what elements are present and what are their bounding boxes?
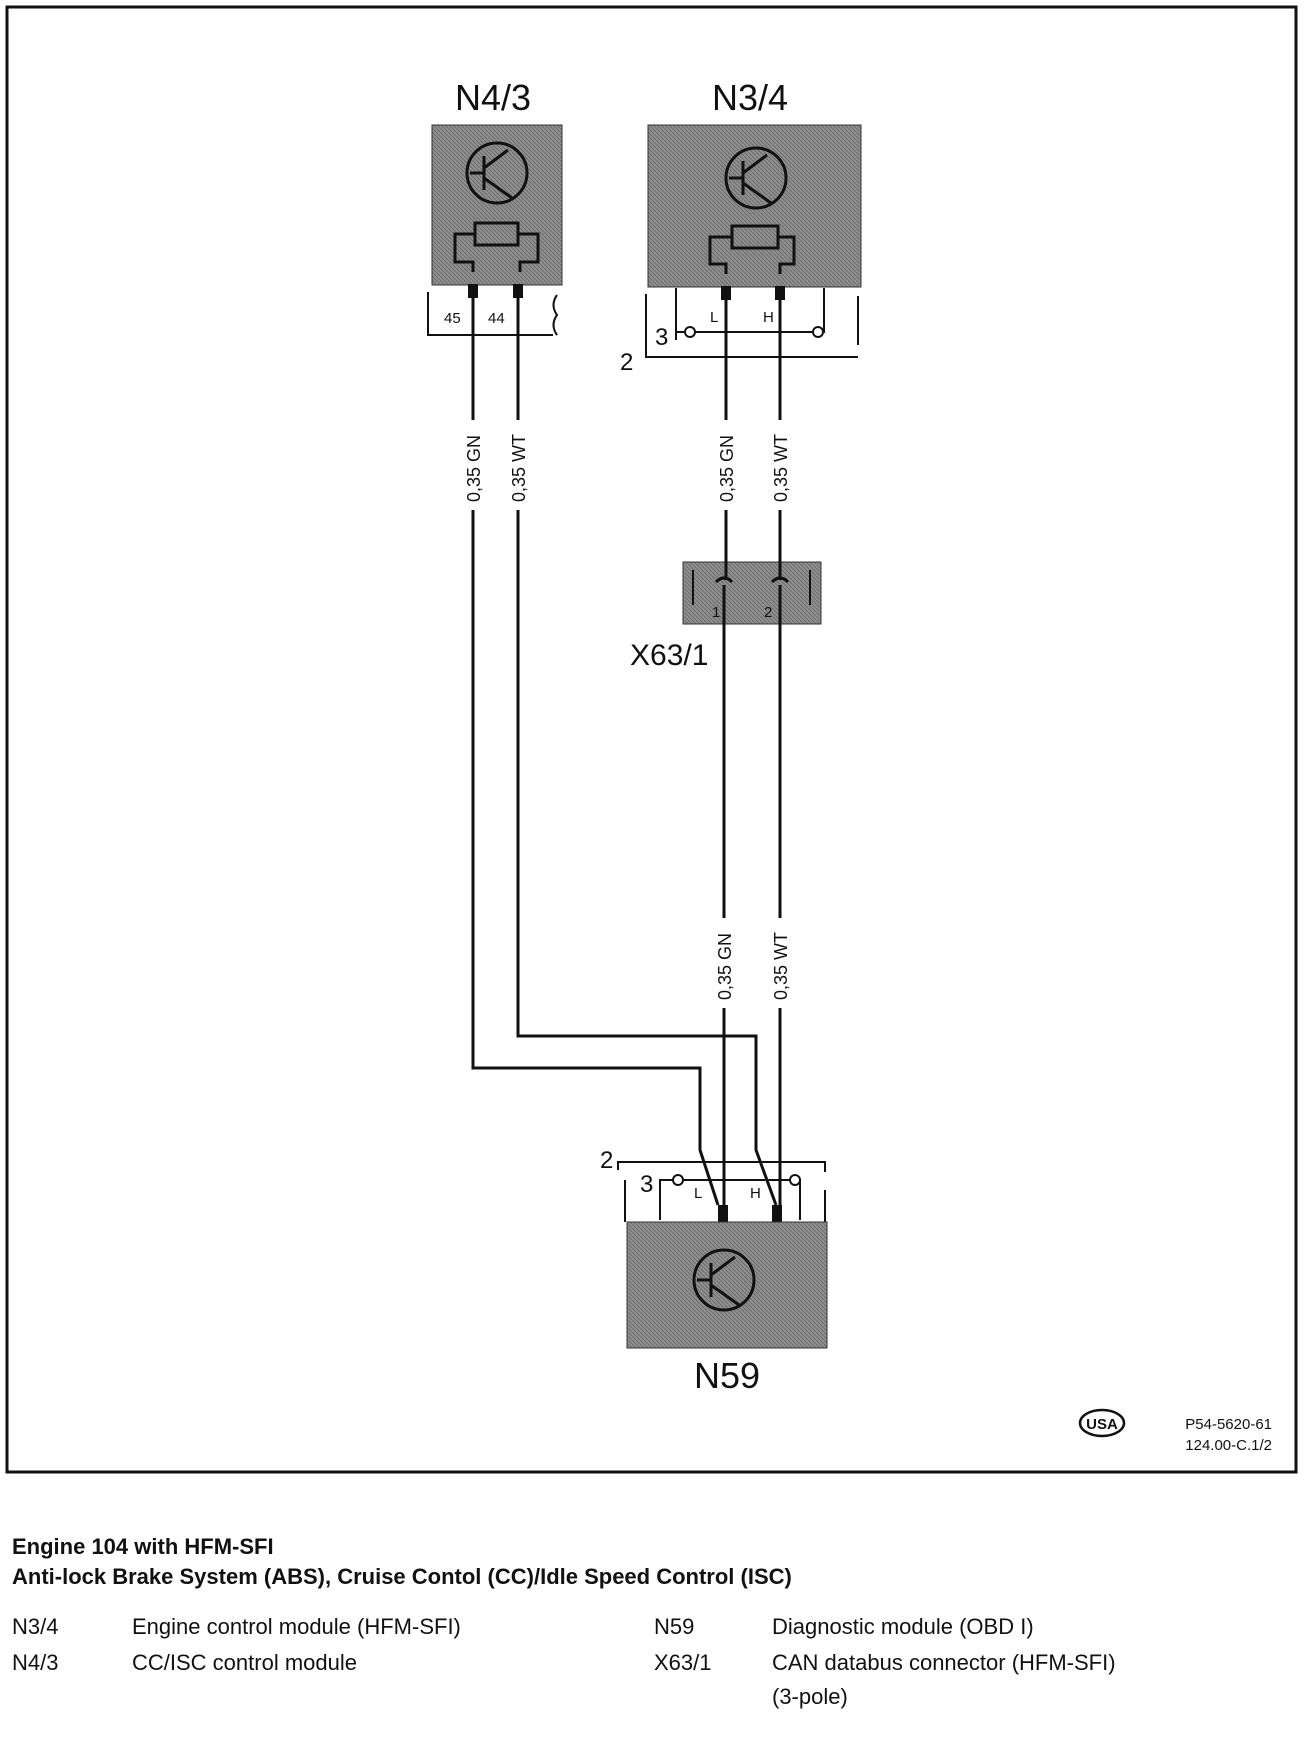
legend-code: N4/3 bbox=[12, 1650, 59, 1675]
usa-badge: USA bbox=[1078, 1408, 1126, 1438]
transistor-icon bbox=[724, 146, 788, 210]
module-n3-4: N3/4 3 2 L H bbox=[620, 77, 862, 376]
module-body-n59 bbox=[626, 1221, 828, 1349]
legend-description: Engine control module (HFM-SFI) bbox=[132, 1614, 461, 1639]
connector-body-x63-1 bbox=[682, 561, 822, 625]
reference-code: P54-5620-61 bbox=[1185, 1416, 1272, 1433]
wire-label-gn: 0,35 GN bbox=[715, 933, 735, 1000]
pin-label-h: H bbox=[750, 1185, 761, 1202]
module-label-n59: N59 bbox=[694, 1355, 760, 1396]
wire-wt-n4-3-to-n59 bbox=[516, 298, 778, 1206]
wire-label-wt: 0,35 WT bbox=[509, 434, 529, 502]
connector-number-inner-n59: 3 bbox=[640, 1171, 653, 1198]
connector-number-inner-n3-4: 3 bbox=[655, 324, 668, 351]
caption-title: Engine 104 with HFM-SFI bbox=[12, 1534, 274, 1559]
legend-item: N4/3 CC/ISC control module bbox=[12, 1648, 612, 1678]
pin-label-44: 44 bbox=[488, 310, 505, 327]
module-label-n4-3: N4/3 bbox=[455, 77, 531, 118]
pin-label-l: L bbox=[694, 1185, 702, 1202]
pin-label-2: 2 bbox=[764, 604, 772, 621]
legend-item: N3/4 Engine control module (HFM-SFI) bbox=[12, 1612, 612, 1642]
transistor-icon bbox=[692, 1248, 756, 1312]
wire-gn-n4-3-to-n59 bbox=[471, 298, 720, 1206]
usa-badge-text: USA bbox=[1086, 1416, 1118, 1433]
caption: Engine 104 with HFM-SFI Anti-lock Brake … bbox=[12, 1532, 1302, 1762]
legend-description: Diagnostic module (OBD I) bbox=[772, 1614, 1034, 1639]
legend-code: N3/4 bbox=[12, 1614, 59, 1639]
legend-code: X63/1 bbox=[654, 1650, 712, 1675]
resistor-icon bbox=[453, 221, 540, 272]
module-body-n4-3 bbox=[431, 124, 563, 286]
legend-item: X63/1 CAN databus connector (HFM-SFI) bbox=[654, 1648, 1294, 1678]
module-label-x63-1: X63/1 bbox=[630, 639, 708, 672]
legend-description: CC/ISC control module bbox=[132, 1650, 357, 1675]
wire-label-gn: 0,35 GN bbox=[717, 435, 737, 502]
wires bbox=[471, 298, 782, 1206]
caption-subtitle: Anti-lock Brake System (ABS), Cruise Con… bbox=[12, 1564, 792, 1589]
legend-code: N59 bbox=[654, 1614, 695, 1639]
module-label-n3-4: N3/4 bbox=[712, 77, 788, 118]
pin-label-h: H bbox=[763, 309, 774, 326]
module-body-n3-4 bbox=[647, 124, 862, 288]
connector-number-outer-n59: 2 bbox=[600, 1147, 613, 1174]
resistor-icon bbox=[708, 224, 796, 274]
legend-description: (3-pole) bbox=[772, 1684, 848, 1709]
reference-code: 124.00-C.1/2 bbox=[1185, 1437, 1272, 1454]
wire-label-gn: 0,35 GN bbox=[464, 435, 484, 502]
legend: N3/4 Engine control module (HFM-SFI) N4/… bbox=[12, 1612, 1302, 1762]
module-n59: 2 3 L H N59 bbox=[600, 1147, 828, 1396]
legend-description: CAN databus connector (HFM-SFI) bbox=[772, 1650, 1116, 1675]
module-n4-3: N4/3 45 44 bbox=[427, 77, 563, 336]
wire-label-wt: 0,35 WT bbox=[771, 434, 791, 502]
connector-number-outer-n3-4: 2 bbox=[620, 349, 633, 376]
wire-label-wt: 0,35 WT bbox=[771, 932, 791, 1000]
pin-label-1: 1 bbox=[712, 604, 720, 621]
transistor-icon bbox=[465, 141, 529, 205]
connector-outline-n59 bbox=[617, 1161, 826, 1172]
legend-item: (3-pole) bbox=[654, 1682, 1294, 1712]
connector-outline-n3-4 bbox=[645, 294, 858, 358]
legend-item: N59 Diagnostic module (OBD I) bbox=[654, 1612, 1294, 1642]
wire-labels: 0,35 GN 0,35 WT 0,35 GN 0,35 WT 0,35 GN … bbox=[462, 420, 791, 1008]
connector-outline-n4-3 bbox=[427, 292, 553, 336]
diagram-frame bbox=[5, 5, 1298, 1474]
connector-x63-1: 1 2 X63/1 bbox=[630, 561, 822, 672]
pin-label-45: 45 bbox=[444, 310, 461, 327]
wiring-diagram: N4/3 45 44 N3/4 bbox=[5, 5, 1298, 1474]
pin-label-l: L bbox=[710, 309, 718, 326]
